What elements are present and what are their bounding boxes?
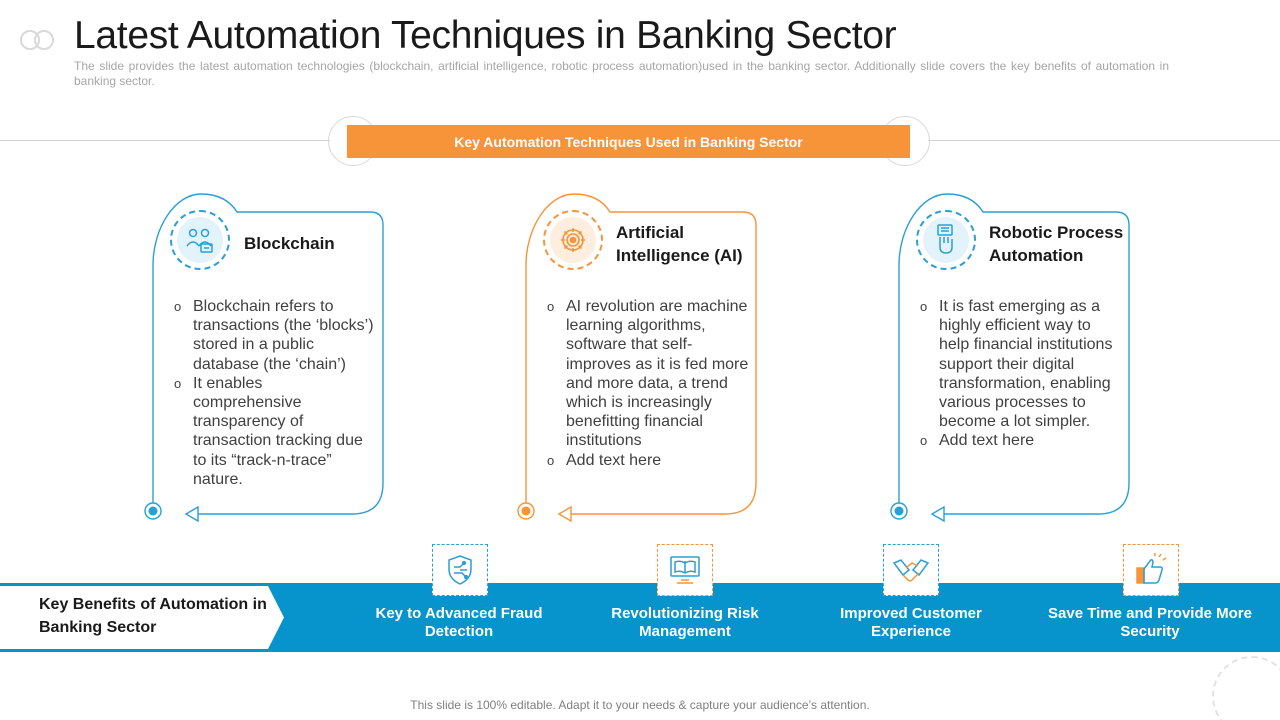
card-title-blockchain: Blockchain [244, 234, 335, 253]
card-title-rpa: Robotic Process Automation [989, 223, 1124, 265]
card-bullets-ai: AI revolution are machine learning algor… [547, 297, 752, 470]
logo-rings-icon [20, 30, 56, 50]
corner-decoration [1212, 656, 1280, 720]
benefits-label-shape [0, 586, 284, 649]
divider-right [928, 140, 1280, 141]
techniques-banner: Key Automation Techniques Used in Bankin… [347, 125, 910, 158]
thumbs-up-icon [1123, 544, 1179, 596]
gear-icon [543, 210, 603, 270]
list-item: AI revolution are machine learning algor… [547, 297, 752, 451]
benefits-label: Key Benefits of Automation in Banking Se… [39, 596, 267, 636]
card-bullets-rpa: It is fast emerging as a highly efficien… [920, 297, 1120, 451]
slide-subtitle: The slide provides the latest automation… [74, 59, 1169, 88]
list-item: It enables comprehensive transparency of… [174, 374, 374, 489]
card-outline-rpa [890, 193, 1130, 523]
shield-circuit-icon [432, 544, 488, 596]
footer-note: This slide is 100% editable. Adapt it to… [410, 698, 870, 712]
benefit-customer-experience: Improved Customer Experience [840, 605, 982, 640]
robot-hand-icon [916, 210, 976, 270]
card-outline-ai [517, 193, 757, 523]
team-network-icon [170, 210, 230, 270]
list-item: Blockchain refers to transactions (the ‘… [174, 297, 374, 374]
list-item: Add text here [920, 431, 1120, 450]
benefit-fraud-detection: Key to Advanced Fraud Detection [375, 605, 543, 640]
slide-title: Latest Automation Techniques in Banking … [74, 14, 897, 57]
list-item: Add text here [547, 451, 752, 470]
card-title-ai: Artificial Intelligence (AI) [616, 223, 743, 265]
card-bullets-blockchain: Blockchain refers to transactions (the ‘… [174, 297, 374, 489]
list-item: It is fast emerging as a highly efficien… [920, 297, 1120, 431]
divider-left [0, 140, 330, 141]
card-outlines [144, 193, 1130, 523]
benefit-time-security: Save Time and Provide More Security [1048, 605, 1252, 640]
benefit-risk-management: Revolutionizing Risk Management [611, 605, 759, 640]
handshake-icon [883, 544, 939, 596]
card-outline-blockchain [144, 193, 384, 523]
computer-book-icon [657, 544, 713, 596]
